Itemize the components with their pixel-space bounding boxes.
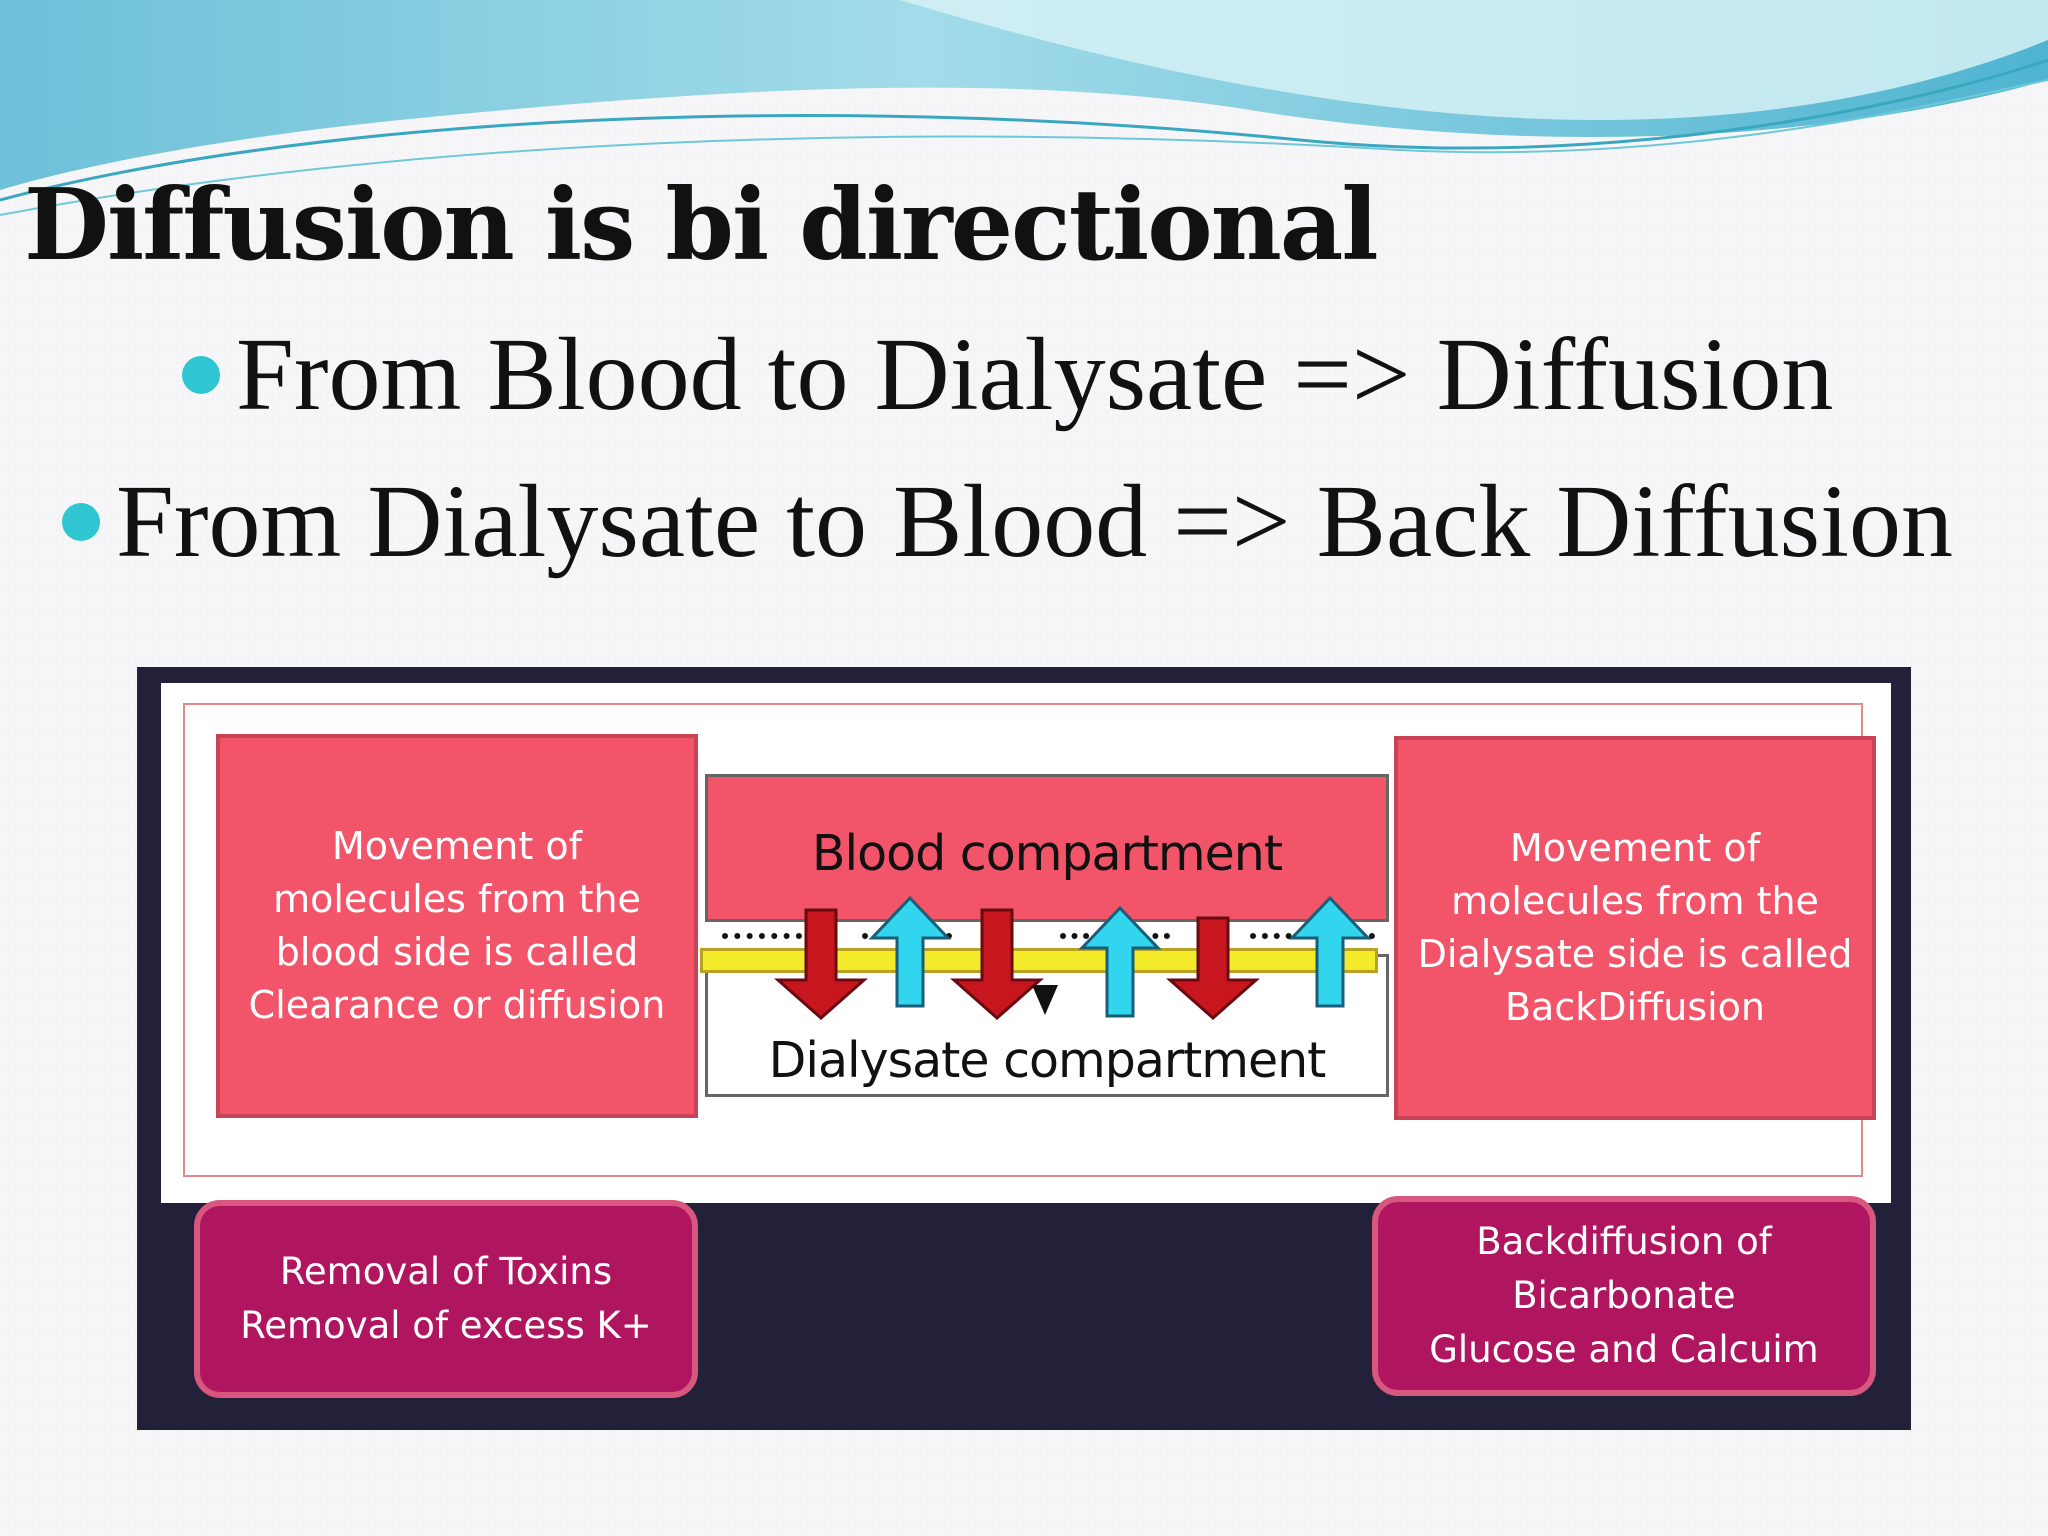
- header-wave-decoration: [0, 0, 2048, 216]
- box-line: Movement of: [332, 824, 582, 868]
- down-arrow-icon: [950, 908, 1044, 1021]
- box-line: Bicarbonate: [1512, 1274, 1736, 1317]
- box-line: Removal of Toxins: [279, 1250, 613, 1293]
- dialysate-compartment-label: Dialysate compartment: [768, 1032, 1327, 1089]
- bullet-text: From Dialysate to Blood => Back Diffusio…: [116, 464, 1954, 579]
- bullet-item: From Dialysate to Blood => Back Diffusio…: [62, 462, 1953, 581]
- blood-compartment-label: Blood compartment: [811, 825, 1283, 882]
- down-arrow-icon: [1166, 916, 1260, 1021]
- toxin-removal-box: Removal of Toxins Removal of excess K+: [194, 1200, 698, 1398]
- backdiffusion-description-box: Movement of molecules from the Dialysate…: [1394, 736, 1876, 1120]
- bullet-dot-icon: [182, 355, 220, 394]
- box-line: blood side is called: [275, 930, 639, 974]
- box-line: Movement of: [1510, 826, 1760, 870]
- backdiffusion-substances-box: Backdiffusion of Bicarbonate Glucose and…: [1372, 1196, 1876, 1396]
- bullet-text: From Blood to Dialysate => Diffusion: [236, 317, 1834, 432]
- up-arrow-icon: [1288, 895, 1372, 1008]
- down-arrow-icon: [774, 908, 868, 1021]
- bullet-item: From Blood to Dialysate => Diffusion: [182, 315, 1833, 434]
- blood-compartment: Blood compartment: [705, 774, 1389, 922]
- box-line: molecules from the: [1451, 879, 1819, 923]
- slide-title: Diffusion is bi directional: [24, 168, 1379, 283]
- box-line: Glucose and Calcuim: [1429, 1328, 1819, 1371]
- up-arrow-icon: [1078, 905, 1162, 1018]
- box-line: Clearance or diffusion: [248, 983, 666, 1027]
- box-line: Dialysate side is called: [1417, 932, 1853, 976]
- bullet-dot-icon: [62, 502, 100, 541]
- box-line: Backdiffusion of: [1476, 1220, 1772, 1263]
- membrane-pores: [722, 933, 802, 947]
- up-arrow-icon: [868, 895, 952, 1008]
- box-line: molecules from the: [273, 877, 641, 921]
- box-line: Removal of excess K+: [240, 1304, 652, 1347]
- box-line: BackDiffusion: [1504, 985, 1766, 1029]
- diffusion-description-box: Movement of molecules from the blood sid…: [216, 734, 698, 1118]
- small-triangle-icon: [1032, 985, 1058, 1015]
